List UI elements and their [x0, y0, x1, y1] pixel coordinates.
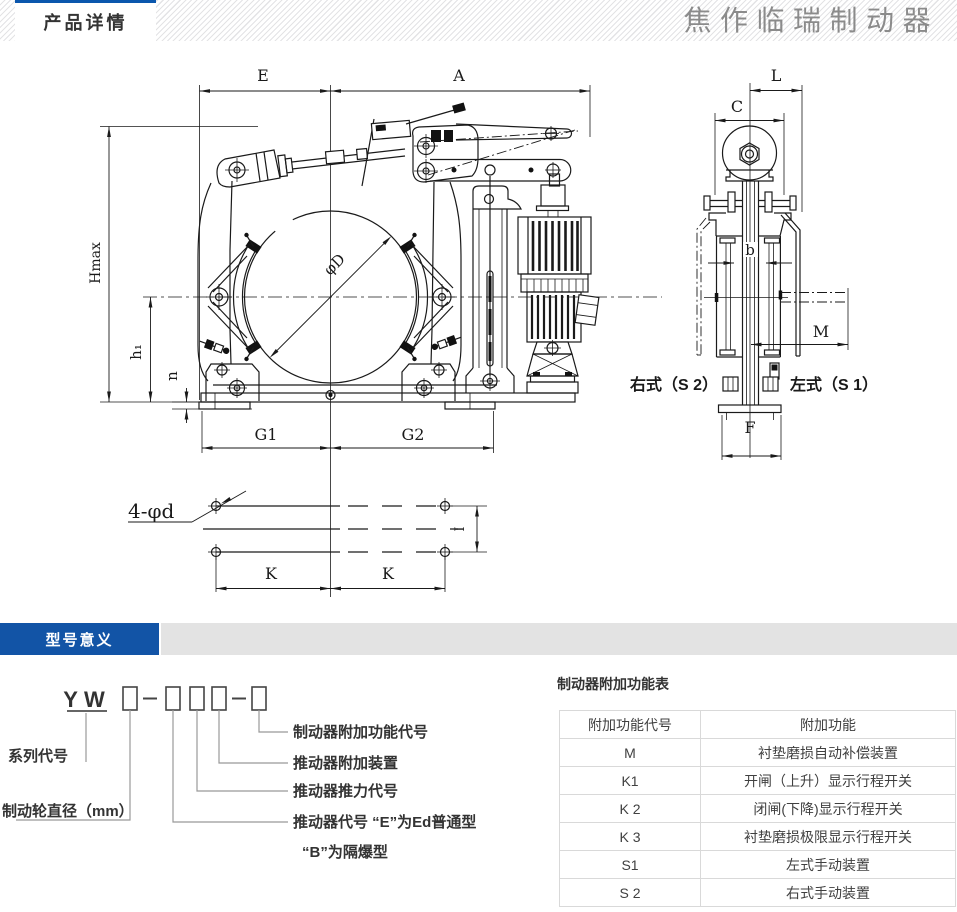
- tab-product-details[interactable]: 产品详情: [15, 0, 156, 41]
- model-box-1: [122, 686, 138, 711]
- model-box-3: [189, 686, 205, 711]
- label-attach-device: 推动器附加装置: [293, 754, 398, 772]
- table-cell: 闭闸(下降)显示行程开关: [700, 794, 956, 823]
- brake-shoes: [232, 232, 429, 362]
- dim-h1: h₁: [127, 344, 145, 360]
- support-column: [465, 176, 522, 393]
- brand-watermark: 焦作临瑞制动器: [683, 4, 939, 37]
- dim-holes: 4-φd: [128, 499, 174, 523]
- dim-I: I: [453, 526, 468, 531]
- label-left-style: 左式（S 1）: [789, 375, 878, 394]
- table-cell: K 2: [559, 794, 701, 823]
- model-code-diagram: YW 系列代号 制动轮直径（mm） 制动器附加功能代号 推动器附加装置 推动器推…: [2, 686, 476, 861]
- release-linkage: [216, 102, 579, 188]
- table-cell: K1: [559, 766, 701, 795]
- table-cell: 衬垫磨损极限显示行程开关: [700, 822, 956, 851]
- function-table-title: 制动器附加功能表: [557, 676, 669, 692]
- dim-K-right: K: [382, 564, 395, 583]
- label-right-style: 右式（S 2）: [630, 375, 718, 394]
- model-box-5: [251, 686, 267, 711]
- machine-base: [198, 384, 576, 410]
- label-series-code: 系列代号: [8, 747, 68, 765]
- table-header-row: 附加功能代号附加功能: [559, 710, 956, 739]
- dim-G2: G2: [402, 425, 425, 444]
- left-arm: [197, 180, 260, 401]
- label-thrust-code: 推动器推力代号: [293, 782, 398, 800]
- label-thruster-type-1: 推动器代号 “E”为Ed普通型: [293, 813, 476, 831]
- brake-technical-drawing: E A Hmax h₁ n: [88, 66, 878, 597]
- model-box-2: [165, 686, 181, 711]
- dim-phiD: φD: [320, 250, 349, 279]
- right-arm: [401, 181, 462, 401]
- dim-F: F: [744, 418, 755, 437]
- dim-Hmax: Hmax: [88, 242, 104, 284]
- thruster: [517, 173, 600, 394]
- dim-A: A: [452, 66, 465, 85]
- table-cell: 右式手动装置: [700, 878, 956, 907]
- dim-C: C: [731, 97, 743, 116]
- model-meaning-section-bar: 型号意义: [0, 623, 957, 655]
- label-wheel-diameter: 制动轮直径（mm）: [2, 802, 134, 820]
- table-cell: S 2: [559, 878, 701, 907]
- dim-K-left: K: [265, 564, 278, 583]
- dim-M: M: [813, 322, 829, 341]
- model-code-prefix: YW: [63, 687, 110, 712]
- table-cell: 左式手动装置: [700, 850, 956, 879]
- dim-E: E: [257, 66, 269, 85]
- section-title-model-meaning: 型号意义: [0, 623, 159, 655]
- label-thruster-type-2: “B”为隔爆型: [302, 843, 388, 861]
- dim-G1: G1: [255, 425, 278, 444]
- dim-L: L: [771, 66, 782, 85]
- label-func-code: 制动器附加功能代号: [293, 723, 428, 741]
- model-box-4: [211, 686, 227, 711]
- table-cell: 衬垫磨损自动补偿装置: [700, 738, 956, 767]
- page-header: 焦作临瑞制动器 产品详情: [0, 0, 957, 41]
- dim-b: b: [745, 241, 755, 259]
- table-cell: 开闸（上升）显示行程开关: [700, 766, 956, 795]
- table-cell: S1: [559, 850, 701, 879]
- side-view: L C: [630, 66, 878, 460]
- dim-n: n: [163, 371, 181, 381]
- mounting-plan-view: 4-φd I: [128, 490, 487, 592]
- table-cell: M: [559, 738, 701, 767]
- table-cell: K 3: [559, 822, 701, 851]
- table-header-cell: 附加功能代号: [559, 710, 701, 739]
- table-header-cell: 附加功能: [700, 710, 956, 739]
- section-bar-extension: [161, 623, 957, 655]
- front-view: E A Hmax h₁ n: [88, 66, 662, 597]
